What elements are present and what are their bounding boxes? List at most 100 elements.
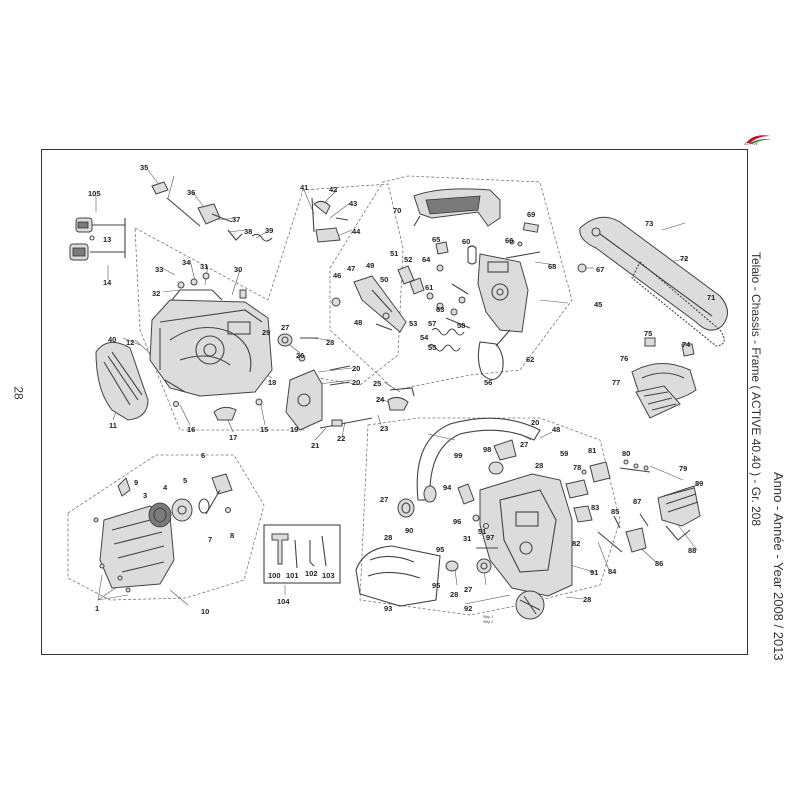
part-label: 81 <box>588 446 596 455</box>
part-label: 4 <box>163 483 168 492</box>
part-group-filter <box>631 337 697 419</box>
part-label: 13 <box>103 235 111 244</box>
part-label: 28 <box>384 533 392 542</box>
part-label: 48 <box>354 318 362 327</box>
group-outline-lower <box>359 417 621 616</box>
part-label: 45 <box>594 300 602 309</box>
part-label: 18 <box>268 378 276 387</box>
tank-cap-notes: Step 1 Step 2 <box>483 615 493 624</box>
part-sprocket-68 <box>577 263 587 273</box>
part-label: 19 <box>290 425 298 434</box>
part-label: 101 <box>286 571 299 580</box>
part-clutch-cover <box>285 365 351 431</box>
part-label: 31 <box>463 534 471 543</box>
part-tank-cap <box>515 590 545 620</box>
part-group-top-hardware <box>151 181 273 299</box>
part-group-60-70 <box>435 222 539 272</box>
part-brake-band <box>477 329 511 381</box>
brand-swoosh-icon <box>746 135 772 144</box>
part-label: 95 <box>432 581 440 590</box>
part-label: 7 <box>208 535 212 544</box>
part-label: 95 <box>436 545 444 554</box>
part-label: 16 <box>187 425 195 434</box>
part-label: 20 <box>352 378 360 387</box>
part-chain-brake-housing <box>477 239 541 333</box>
part-label: 20 <box>352 364 360 373</box>
part-label: 39 <box>265 226 273 235</box>
part-label: 55 <box>428 343 436 352</box>
part-label: 27 <box>520 440 528 449</box>
part-label: 79 <box>679 464 687 473</box>
part-label: 102 <box>305 569 318 578</box>
part-label: 53 <box>409 319 417 328</box>
part-label: 59 <box>560 449 568 458</box>
part-label: 78 <box>573 463 581 472</box>
part-label: 15 <box>260 425 268 434</box>
part-label: 43 <box>349 199 357 208</box>
part-label: 46 <box>333 271 341 280</box>
part-label: 22 <box>337 434 345 443</box>
part-label: 57 <box>428 319 436 328</box>
part-label: 9 <box>134 478 138 487</box>
part-label: 35 <box>140 163 148 172</box>
part-label: 5 <box>183 476 187 485</box>
part-label: 17 <box>229 433 237 442</box>
part-label: 103 <box>322 571 335 580</box>
brand-logo: ACTIVE <box>744 132 774 148</box>
part-label: 37 <box>232 215 240 224</box>
part-label: 26 <box>296 351 304 360</box>
part-front-handle <box>413 188 501 227</box>
part-label: 83 <box>591 503 599 512</box>
part-group-lower-left <box>397 439 517 574</box>
part-label: 24 <box>376 395 385 404</box>
part-label: 28 <box>535 461 543 470</box>
tool-kit-box <box>263 524 341 584</box>
part-group-82-84 <box>565 459 651 523</box>
part-label: 40 <box>108 335 116 344</box>
part-label: 97 <box>486 533 494 542</box>
part-group-brake-lever <box>331 265 425 333</box>
part-label: 96 <box>453 517 461 526</box>
part-label: 50 <box>380 275 388 284</box>
part-label: 76 <box>620 354 628 363</box>
part-label: 86 <box>655 559 663 568</box>
part-label: 27 <box>281 323 289 332</box>
part-label: 74 <box>682 340 691 349</box>
part-label: 71 <box>707 293 715 302</box>
part-label: 63 <box>436 305 444 314</box>
part-label: 75 <box>644 329 652 338</box>
part-label: 28 <box>326 338 334 347</box>
part-label: 52 <box>404 255 412 264</box>
part-label: 64 <box>422 255 431 264</box>
part-label: 51 <box>390 249 398 258</box>
group-outline-starter <box>67 454 265 601</box>
part-label: 68 <box>548 262 556 271</box>
part-label: 34 <box>182 258 191 267</box>
part-label: 84 <box>608 567 617 576</box>
part-label: 98 <box>483 445 491 454</box>
part-label: 93 <box>384 604 392 613</box>
step-2-note: Step 2 <box>483 620 493 624</box>
part-label: 14 <box>103 278 112 287</box>
part-group-21-25 <box>319 387 415 429</box>
part-label: 36 <box>187 188 195 197</box>
part-label: 91 <box>590 568 598 577</box>
part-label: 99 <box>454 451 462 460</box>
part-label: 48 <box>552 425 560 434</box>
part-label: 8 <box>230 531 234 540</box>
part-label: 92 <box>464 604 472 613</box>
part-label: 23 <box>380 424 388 433</box>
part-label: 73 <box>645 219 653 228</box>
part-label: 61 <box>425 283 433 292</box>
part-label: 65 <box>432 235 440 244</box>
part-group-center-left <box>173 333 318 421</box>
part-label: 90 <box>405 526 413 535</box>
part-label: 66 <box>505 236 513 245</box>
part-crankcase <box>149 289 273 397</box>
part-label: 51 <box>478 527 486 536</box>
part-label: 85 <box>611 507 619 516</box>
part-label: 77 <box>612 378 620 387</box>
part-label: 31 <box>200 262 208 271</box>
part-chain <box>631 261 725 347</box>
